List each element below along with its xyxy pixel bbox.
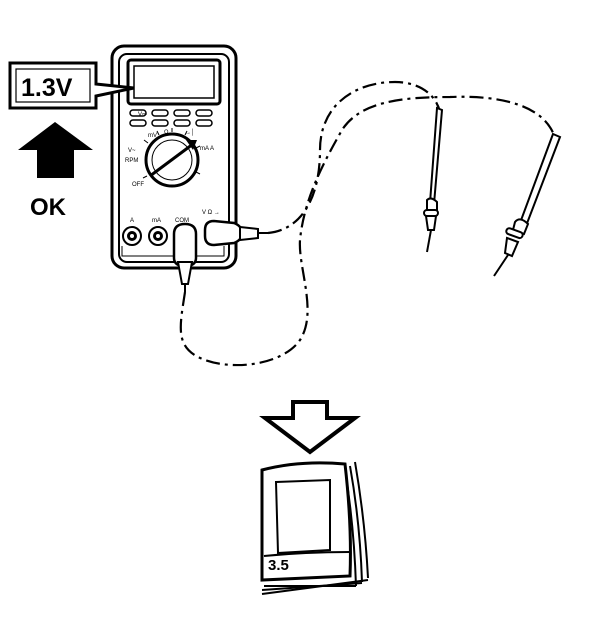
dial-labels: V⎓ mV Ω →│ mA A V~ RPM OFF xyxy=(125,112,214,188)
up-arrow-icon xyxy=(18,122,93,178)
function-buttons xyxy=(129,109,213,127)
dial-label-mv: mV xyxy=(148,133,157,139)
jack-a: A xyxy=(122,218,142,246)
jack-label-v-ohm: V Ω → xyxy=(202,210,220,216)
jack-ma: mA xyxy=(148,218,168,246)
rotary-dial xyxy=(142,128,201,188)
jack-com: COM xyxy=(175,218,189,224)
dial-label-v-dc: V⎓ xyxy=(138,112,147,118)
right-probe xyxy=(493,132,562,277)
manual-section-label: 3.5 xyxy=(268,557,289,574)
test-lead-wires xyxy=(179,80,557,367)
down-arrow-icon xyxy=(259,400,361,455)
jack-label-com: COM xyxy=(175,218,189,224)
jack-label-a: A xyxy=(130,218,134,224)
dial-label-off: OFF xyxy=(132,182,144,188)
dial-label-ma-a: mA A xyxy=(200,146,214,152)
dial-label-ohm: Ω xyxy=(164,130,169,136)
jack-label-ma: mA xyxy=(152,218,161,224)
meter-display xyxy=(126,58,222,106)
dial-label-v-ac: V~ xyxy=(128,148,136,154)
reading-value: 1.3V xyxy=(21,74,73,102)
ok-indicator: OK xyxy=(18,122,93,221)
jack-v-ohm: V Ω → xyxy=(202,210,220,216)
dial-label-rpm: RPM xyxy=(125,158,138,164)
multimeter: V⎓ mV Ω →│ mA A V~ RPM OFF A mA COM V Ω … xyxy=(110,44,238,270)
status-label: OK xyxy=(30,194,67,221)
v-ohm-plug xyxy=(203,219,268,247)
reading-callout: 1.3V xyxy=(8,61,135,110)
dial-label-diode: →│ xyxy=(185,128,195,136)
manual-book-icon: 3.5 xyxy=(260,461,369,595)
left-probe xyxy=(423,106,444,253)
com-plug xyxy=(172,222,198,292)
